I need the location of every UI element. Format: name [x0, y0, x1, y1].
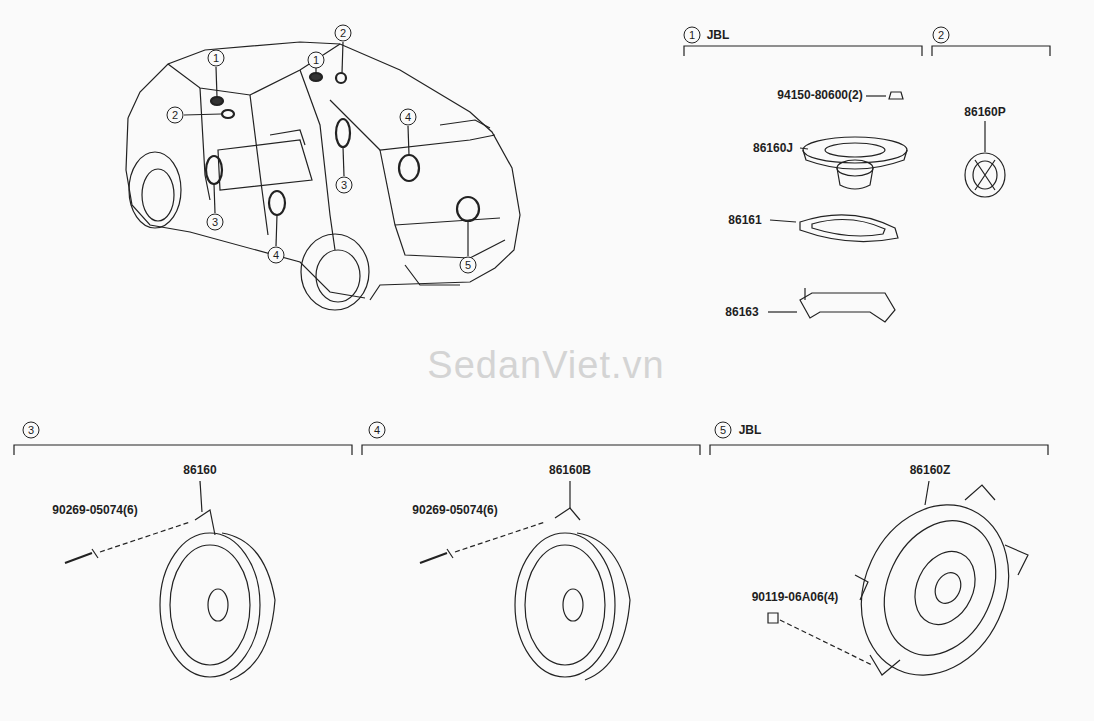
part-number: 90269-05074(6)	[412, 503, 497, 517]
callout-number: 4	[369, 422, 386, 439]
callout-number: 3	[336, 177, 353, 194]
part-number: 94150-80600(2)	[777, 88, 862, 102]
part-number: 86160	[183, 463, 216, 477]
part-number: JBL	[707, 28, 730, 42]
callout-number: 5	[460, 257, 477, 274]
part-number: 90269-05074(6)	[52, 503, 137, 517]
callout-number: 2	[167, 107, 184, 124]
watermark: SedanViet.vn	[427, 344, 664, 387]
part-number: 86163	[725, 305, 758, 319]
part-number: 86160P	[964, 105, 1005, 119]
callout-number: 4	[268, 247, 285, 264]
callout-number: 1	[684, 27, 701, 44]
callout-number: 3	[207, 214, 224, 231]
part-number: 86161	[728, 213, 761, 227]
part-number: JBL	[739, 423, 762, 437]
callout-number: 3	[23, 422, 40, 439]
part-number: 90119-06A06(4)	[752, 590, 839, 604]
part-number: 86160B	[549, 463, 591, 477]
callout-number: 5	[715, 422, 732, 439]
callout-number: 1	[208, 50, 225, 67]
callout-number: 1	[308, 52, 325, 69]
callout-number: 4	[400, 109, 417, 126]
part-number: 86160Z	[910, 463, 951, 477]
part-number: 86160J	[753, 141, 793, 155]
callout-number: 2	[335, 25, 352, 42]
callout-number: 2	[933, 27, 950, 44]
